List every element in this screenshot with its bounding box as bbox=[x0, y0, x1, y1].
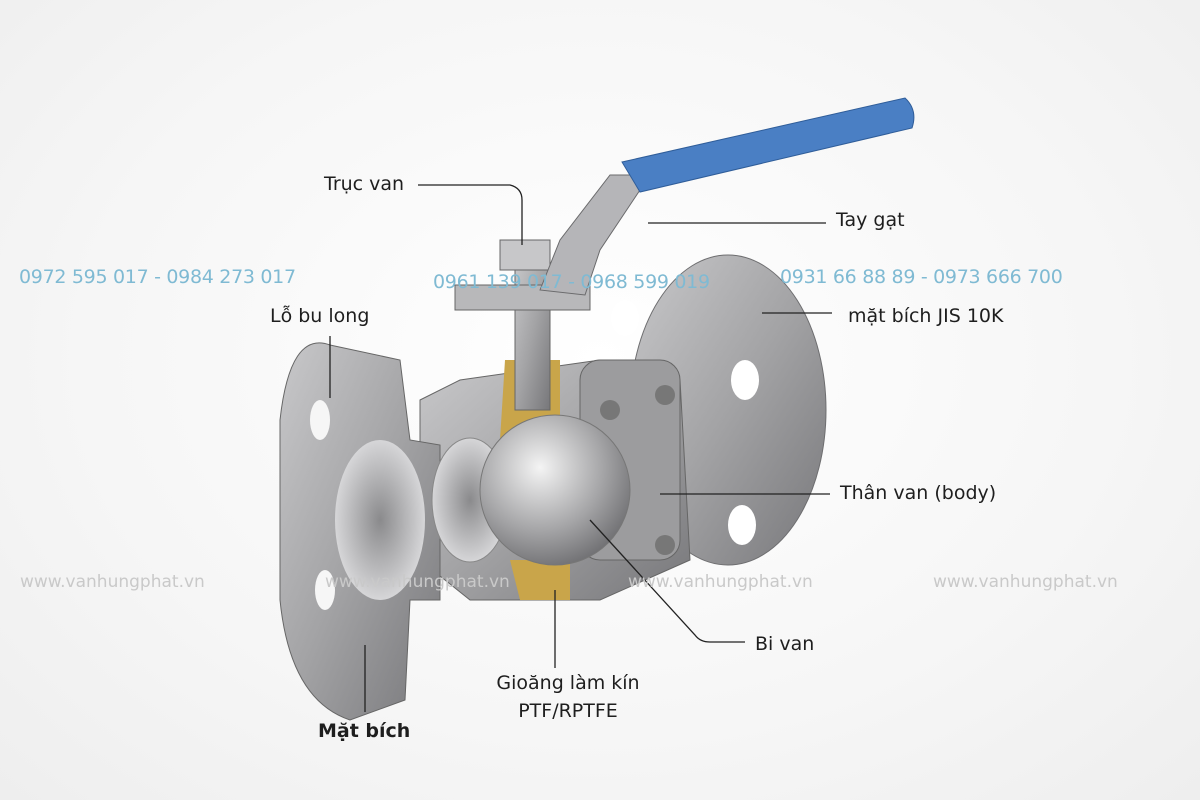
label-seal-line1: Gioăng làm kín bbox=[496, 672, 640, 694]
phone-numbers: 0972 595 017 - 0984 273 017 bbox=[19, 266, 296, 288]
watermark: www.vanhungphat.vn bbox=[933, 572, 1118, 592]
bolt-hole bbox=[310, 400, 330, 440]
bolt-hole bbox=[611, 300, 639, 336]
label-body: Thân van (body) bbox=[840, 482, 997, 504]
label-stem: Trục van bbox=[324, 173, 405, 195]
label-flange: Mặt bích bbox=[318, 720, 411, 742]
watermark: www.vanhungphat.vn bbox=[628, 572, 813, 592]
label-seal: Gioăng làm kín PTF/RPTFE bbox=[478, 672, 658, 722]
label-flange-jis: mặt bích JIS 10K bbox=[848, 305, 1004, 327]
leader-lines bbox=[329, 184, 832, 712]
bolt bbox=[655, 385, 675, 405]
phone-numbers: 0931 66 88 89 - 0973 666 700 bbox=[780, 266, 1063, 288]
label-seal-line2: PTF/RPTFE bbox=[518, 700, 618, 722]
bolt-hole bbox=[315, 570, 335, 610]
bore bbox=[335, 440, 425, 600]
watermark: www.vanhungphat.vn bbox=[20, 572, 205, 592]
bolt-hole bbox=[728, 505, 756, 545]
bolt bbox=[655, 535, 675, 555]
bolt-hole bbox=[731, 360, 759, 400]
label-bolt-hole: Lỗ bu long bbox=[270, 305, 370, 327]
bolt bbox=[600, 400, 620, 420]
label-ball: Bi van bbox=[755, 633, 815, 655]
nut bbox=[499, 239, 551, 271]
watermark: www.vanhungphat.vn bbox=[325, 572, 510, 592]
label-handle: Tay gạt bbox=[836, 209, 905, 231]
ball bbox=[479, 414, 631, 566]
handle-grip bbox=[621, 97, 915, 193]
phone-numbers: 0961 139 017 - 0968 599 019 bbox=[433, 271, 710, 293]
seal bbox=[510, 560, 570, 600]
